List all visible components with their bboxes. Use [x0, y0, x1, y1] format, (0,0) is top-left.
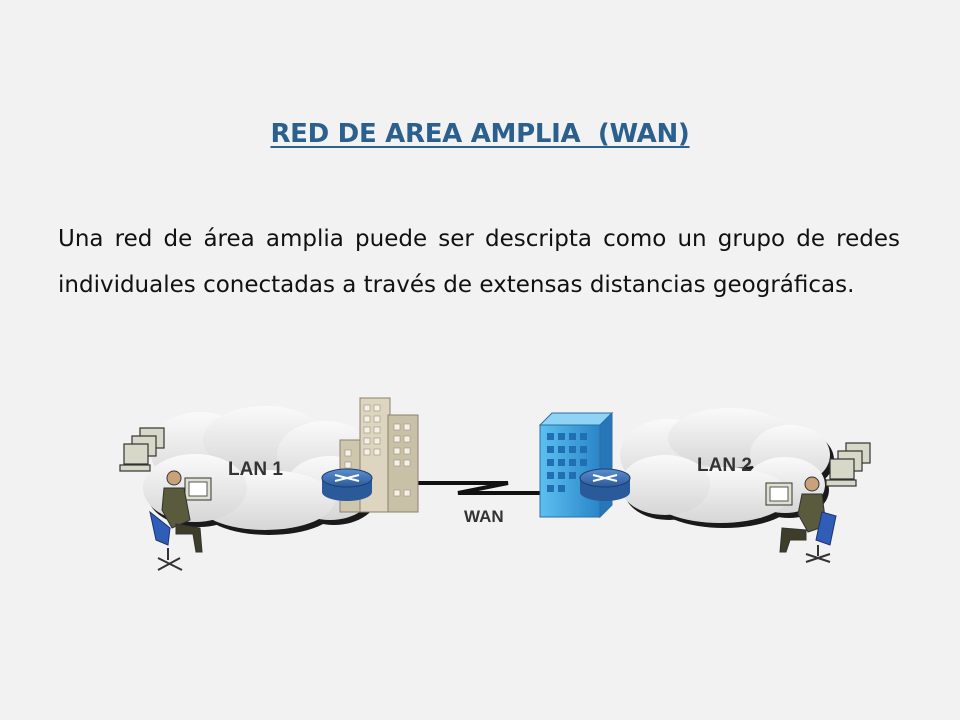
- person-left-icon: [149, 470, 212, 571]
- computer-stack-right-icon: [825, 442, 871, 487]
- lan2-label: LAN 2: [697, 455, 752, 476]
- computer-stack-left-icon: [119, 427, 165, 472]
- building-left-icon: [339, 397, 419, 513]
- person-right-icon: [765, 476, 837, 563]
- slide-title: RED DE AREA AMPLIA (WAN): [270, 119, 690, 149]
- router-right-icon: [579, 468, 631, 501]
- lan1-label: LAN 1: [228, 459, 283, 480]
- building-right-icon: [538, 411, 614, 519]
- router-left-icon: [321, 468, 373, 501]
- wan-link: [372, 481, 560, 495]
- description-paragraph: Una red de área amplia puede ser descrip…: [58, 226, 900, 298]
- wan-label: WAN: [464, 507, 504, 526]
